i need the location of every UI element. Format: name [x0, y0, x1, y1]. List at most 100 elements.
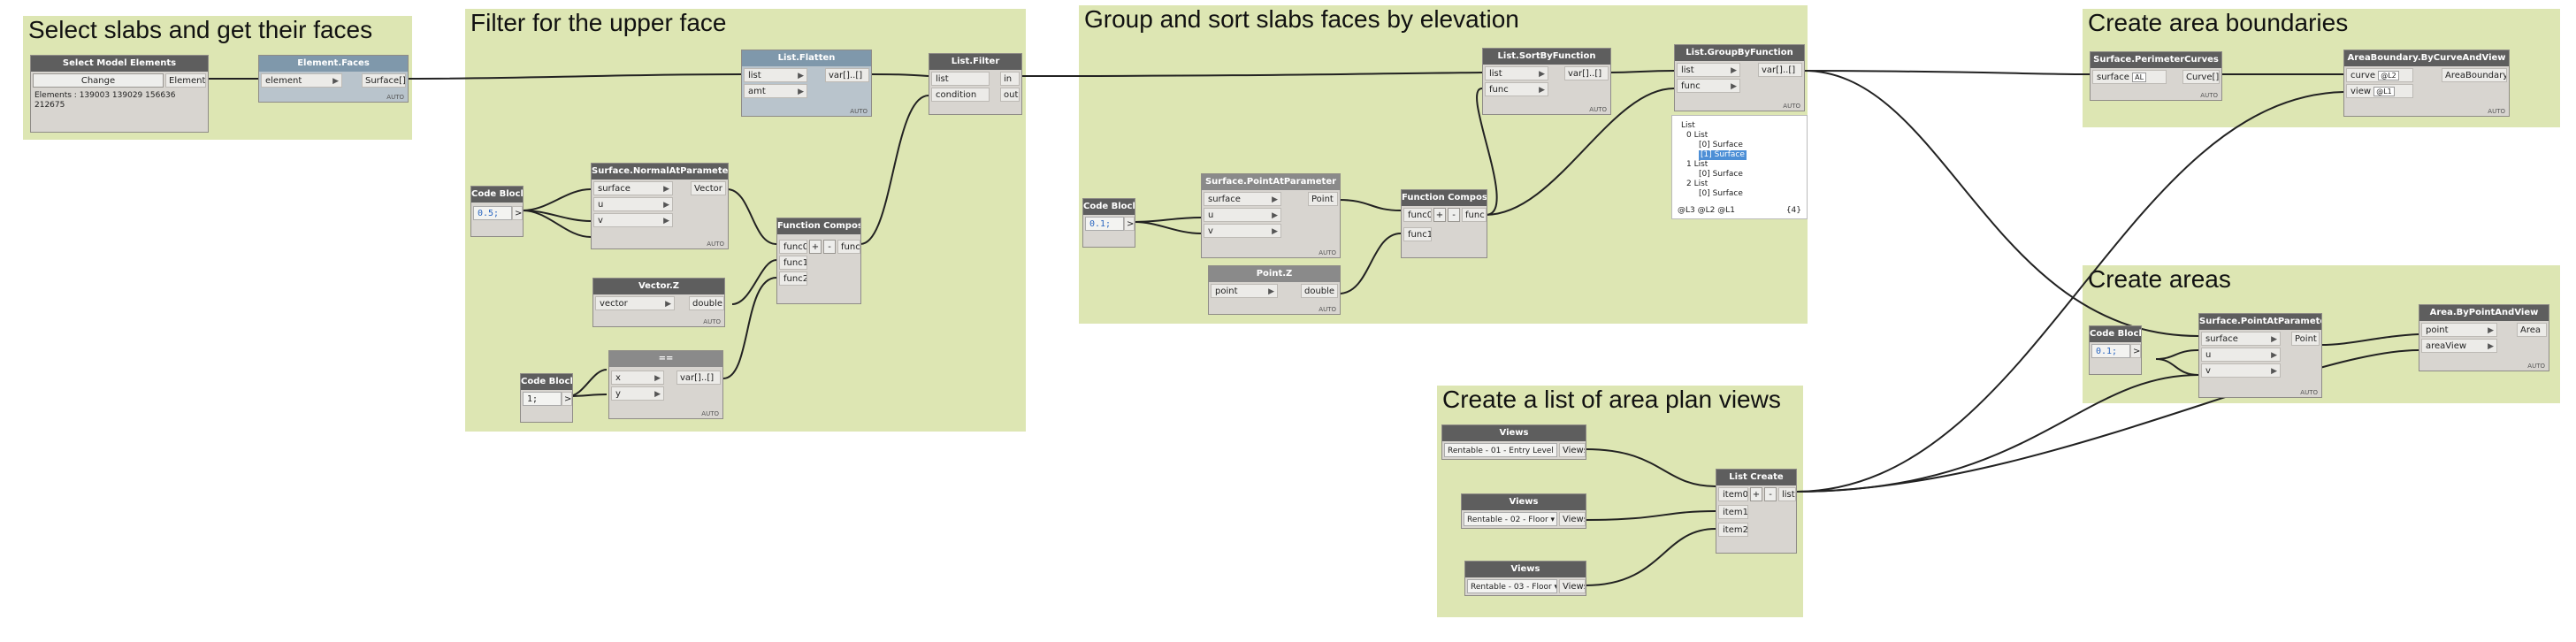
code-editor[interactable]: 0.1; — [2091, 344, 2130, 358]
list-create-node[interactable]: List Create item0 + - item1 item2 list — [1716, 469, 1797, 554]
data-preview-bubble[interactable]: List 0 List [0] Surface [1] Surface 1 Li… — [1671, 115, 1808, 219]
input-port-u[interactable]: u▶ — [2201, 348, 2281, 362]
output-port-views[interactable]: Views — [1559, 579, 1586, 593]
input-port-list[interactable]: list▶ — [744, 68, 807, 82]
surface-point-at-parameter-node[interactable]: Surface.PointAtParameter surface▶ u▶ v▶ … — [1201, 173, 1341, 258]
list-level-tag[interactable]: @L1 — [2373, 87, 2395, 96]
output-port-surface[interactable]: Surface[] — [362, 73, 406, 88]
output-port-elements[interactable]: Elements — [165, 73, 206, 88]
element-faces-node[interactable]: Element.Faces element▶ Surface[] AUTO — [258, 55, 409, 103]
list-sort-by-function-node[interactable]: List.SortByFunction list▶ func▶ var[]..[… — [1482, 48, 1611, 115]
add-input-button[interactable]: + — [1750, 487, 1762, 501]
output-port-point[interactable]: Point — [2291, 332, 2320, 346]
input-port-func0[interactable]: func0 — [1403, 208, 1432, 222]
surface-point-at-parameter-node[interactable]: Surface.PointAtParameter surface▶ u▶ v▶ … — [2198, 313, 2322, 398]
input-port-list[interactable]: list — [931, 72, 990, 86]
list-filter-node[interactable]: List.Filter list condition in out — [929, 53, 1022, 115]
input-port-func[interactable]: func▶ — [1485, 82, 1548, 96]
output-port-point[interactable]: Point — [1308, 192, 1338, 206]
input-port-list[interactable]: list▶ — [1677, 63, 1740, 77]
select-model-elements-node[interactable]: Select Model Elements Change Elements El… — [30, 55, 209, 133]
output-port[interactable]: > — [1124, 217, 1135, 231]
output-port-area-boundary[interactable]: AreaBoundary — [2442, 68, 2507, 82]
input-port-curve[interactable]: curve @L2 — [2346, 68, 2413, 82]
view-dropdown[interactable]: Rentable - 03 - Floor ▾ — [1467, 579, 1557, 593]
output-port[interactable]: > — [512, 206, 523, 220]
input-port-v[interactable]: v▶ — [593, 213, 673, 227]
output-port-curve[interactable]: Curve[] — [2182, 70, 2220, 84]
output-port-var[interactable]: var[]..[] — [825, 68, 869, 82]
output-port-var[interactable]: var[]..[] — [676, 371, 721, 385]
input-port-func1[interactable]: func1 — [779, 256, 807, 270]
output-port-double[interactable]: double — [689, 296, 724, 310]
output-port-func[interactable]: func — [1462, 208, 1487, 222]
list-group-by-function-node[interactable]: List.GroupByFunction list▶ func▶ var[]..… — [1674, 44, 1805, 111]
input-port-condition[interactable]: condition — [931, 88, 990, 102]
input-port-vector[interactable]: vector▶ — [595, 296, 675, 310]
input-port-point[interactable]: point▶ — [1211, 284, 1278, 298]
list-level-tag[interactable]: AL — [2132, 73, 2147, 82]
input-port-x[interactable]: x▶ — [611, 371, 664, 385]
views-selector-node[interactable]: Views Rentable - 01 - Entry Level ▾ View… — [1441, 424, 1586, 460]
code-editor[interactable]: 1; — [523, 392, 562, 406]
input-port-item1[interactable]: item1 — [1718, 505, 1748, 519]
remove-input-button[interactable]: - — [1448, 208, 1460, 222]
output-port-double[interactable]: double — [1301, 284, 1338, 298]
input-port-element[interactable]: element▶ — [261, 73, 342, 88]
view-dropdown[interactable]: Rentable - 01 - Entry Level ▾ — [1444, 443, 1557, 457]
views-selector-node[interactable]: Views Rentable - 03 - Floor ▾ Views — [1464, 561, 1586, 596]
input-port-func0[interactable]: func0 — [779, 240, 807, 254]
view-dropdown[interactable]: Rentable - 02 - Floor ▾ — [1464, 512, 1557, 526]
input-port-v[interactable]: v▶ — [1204, 224, 1281, 238]
output-port-list[interactable]: list — [1778, 487, 1796, 501]
output-port-func[interactable]: func — [837, 240, 860, 254]
input-port-surface[interactable]: surface▶ — [2201, 332, 2281, 346]
surface-normal-at-parameter-node[interactable]: Surface.NormalAtParameter surface▶ u▶ v▶… — [591, 163, 729, 249]
input-port-surface[interactable]: surface AL — [2092, 70, 2167, 84]
input-port-y[interactable]: y▶ — [611, 386, 664, 401]
surface-perimeter-curves-node[interactable]: Surface.PerimeterCurves surface AL Curve… — [2090, 51, 2222, 101]
code-block-node[interactable]: Code Block 1; > — [520, 373, 573, 423]
code-block-node[interactable]: Code Block 0.1; > — [1082, 198, 1135, 248]
input-port-u[interactable]: u▶ — [1204, 208, 1281, 222]
input-port-surface[interactable]: surface▶ — [1204, 192, 1281, 206]
area-by-point-and-view-node[interactable]: Area.ByPointAndView point▶ areaView▶ Are… — [2419, 304, 2549, 371]
add-input-button[interactable]: + — [809, 240, 822, 254]
code-block-node[interactable]: Code Block 0.1; > — [2089, 325, 2142, 375]
output-port-views[interactable]: Views — [1559, 443, 1586, 457]
output-port-var[interactable]: var[]..[] — [1758, 63, 1802, 77]
list-level-tag[interactable]: @L2 — [2378, 71, 2399, 80]
output-port[interactable]: > — [562, 392, 572, 406]
code-editor[interactable]: 0.5; — [473, 206, 512, 220]
output-port-area[interactable]: Area — [2517, 323, 2547, 337]
function-compose-node[interactable]: Function Compose func0 + - func1 func — [1401, 189, 1487, 258]
output-port-vector[interactable]: Vector — [691, 181, 726, 195]
input-port-point[interactable]: point▶ — [2421, 323, 2497, 337]
code-editor[interactable]: 0.1; — [1085, 217, 1124, 231]
area-boundary-by-curve-and-view-node[interactable]: AreaBoundary.ByCurveAndView curve @L2 vi… — [2343, 50, 2510, 117]
input-port-item0[interactable]: item0 — [1718, 487, 1748, 501]
input-port-list[interactable]: list▶ — [1485, 66, 1548, 80]
views-selector-node[interactable]: Views Rentable - 02 - Floor ▾ Views — [1461, 493, 1586, 529]
input-port-item2[interactable]: item2 — [1718, 523, 1748, 537]
vector-z-node[interactable]: Vector.Z vector▶ double AUTO — [592, 278, 725, 327]
input-port-v[interactable]: v▶ — [2201, 363, 2281, 378]
output-port[interactable]: > — [2130, 344, 2141, 358]
code-block-node[interactable]: Code Block 0.5; > — [470, 186, 524, 237]
list-flatten-node[interactable]: List.Flatten list▶ amt▶ var[]..[] AUTO — [741, 50, 872, 117]
input-port-func2[interactable]: func2 — [779, 271, 807, 286]
point-z-node[interactable]: Point.Z point▶ double AUTO — [1208, 265, 1341, 315]
input-port-view[interactable]: view @L1 — [2346, 84, 2413, 98]
add-input-button[interactable]: + — [1433, 208, 1446, 222]
input-port-area-view[interactable]: areaView▶ — [2421, 339, 2497, 353]
input-port-surface[interactable]: surface▶ — [593, 181, 673, 195]
equals-node[interactable]: == x▶ y▶ var[]..[] AUTO — [608, 350, 723, 419]
input-port-amt[interactable]: amt▶ — [744, 84, 807, 98]
input-port-u[interactable]: u▶ — [593, 197, 673, 211]
output-port-in[interactable]: in — [1000, 72, 1020, 86]
output-port-var[interactable]: var[]..[] — [1564, 66, 1609, 80]
input-port-func[interactable]: func▶ — [1677, 79, 1740, 93]
remove-input-button[interactable]: - — [1764, 487, 1777, 501]
input-port-func1[interactable]: func1 — [1403, 227, 1432, 241]
function-compose-node[interactable]: Function Compose func0 + - func1 func2 f… — [776, 218, 861, 304]
